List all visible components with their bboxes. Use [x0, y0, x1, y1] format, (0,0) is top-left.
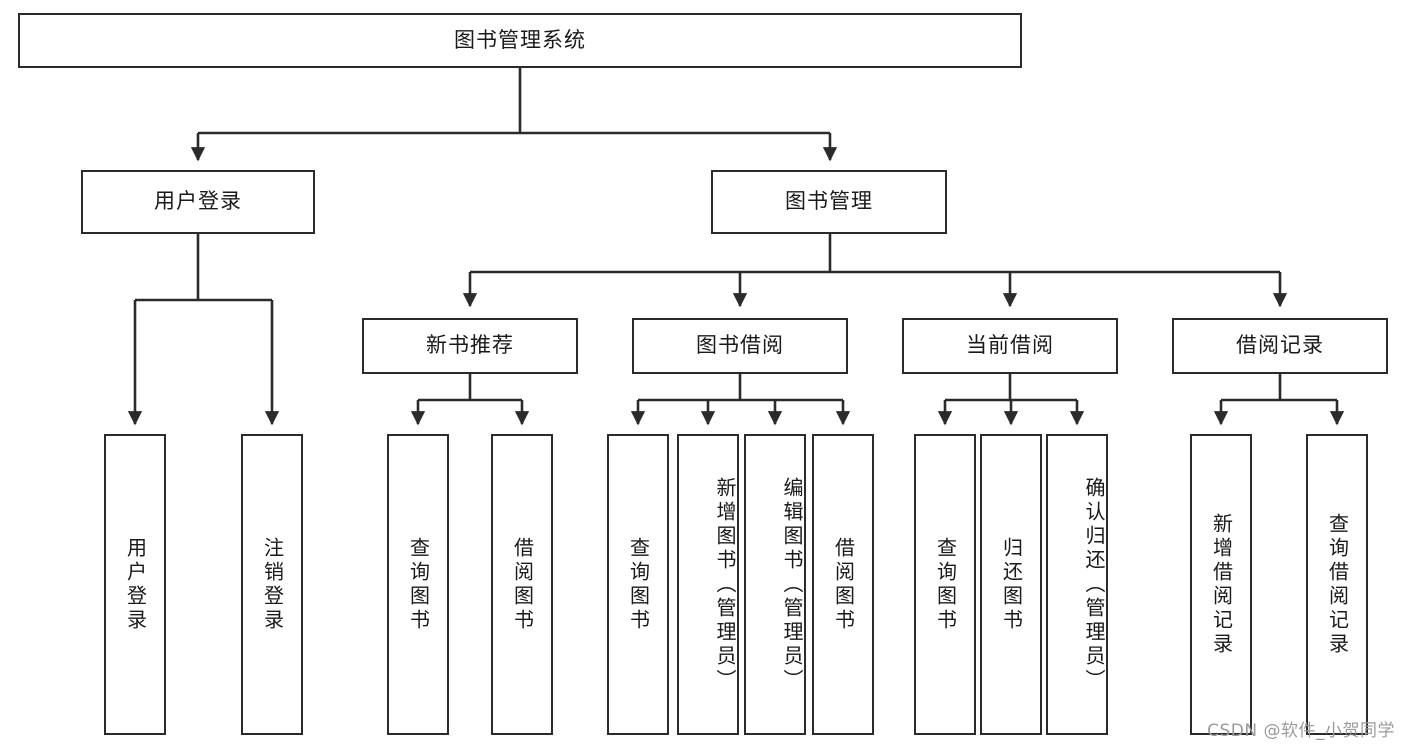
node-current-borrow-label: 当前借阅: [966, 333, 1054, 358]
leaf-current-return-book[interactable]: 归还图书: [980, 434, 1042, 735]
leaf-current-return-book-label: 归还图书: [999, 536, 1024, 633]
leaf-borrow-add-book[interactable]: 新增图书（管理员）: [677, 434, 739, 735]
leaf-new-book-query-label: 查询图书: [406, 536, 431, 633]
leaf-new-book-borrow[interactable]: 借阅图书: [491, 434, 553, 735]
node-new-book-recommend-label: 新书推荐: [426, 333, 514, 358]
leaf-current-query-book[interactable]: 查询图书: [914, 434, 976, 735]
node-current-borrow[interactable]: 当前借阅: [902, 318, 1118, 374]
leaf-current-confirm-return-label: 确认归还（管理员）: [1082, 476, 1106, 693]
leaf-borrow-query-book-label: 查询图书: [626, 536, 651, 633]
leaf-current-query-book-label: 查询图书: [933, 536, 958, 633]
leaf-borrow-borrow-book[interactable]: 借阅图书: [812, 434, 874, 735]
leaf-borrow-add-book-label: 新增图书（管理员）: [713, 476, 737, 693]
leaf-borrow-edit-book-label: 编辑图书（管理员）: [780, 476, 804, 693]
leaf-new-book-query[interactable]: 查询图书: [387, 434, 449, 735]
leaf-record-add[interactable]: 新增借阅记录: [1190, 434, 1252, 735]
leaf-current-confirm-return[interactable]: 确认归还（管理员）: [1046, 434, 1108, 735]
leaf-new-book-borrow-label: 借阅图书: [510, 536, 535, 633]
node-book-management[interactable]: 图书管理: [711, 170, 947, 234]
leaf-borrow-edit-book[interactable]: 编辑图书（管理员）: [744, 434, 806, 735]
node-borrow-record[interactable]: 借阅记录: [1172, 318, 1388, 374]
node-book-management-label: 图书管理: [785, 189, 873, 214]
leaf-user-login-signin[interactable]: 用户登录: [104, 434, 166, 735]
leaf-user-login-signin-label: 用户登录: [123, 536, 148, 633]
leaf-borrow-borrow-book-label: 借阅图书: [831, 536, 856, 633]
leaf-record-query-label: 查询借阅记录: [1325, 512, 1350, 657]
leaf-user-login-signout[interactable]: 注销登录: [241, 434, 303, 735]
leaf-record-add-label: 新增借阅记录: [1209, 512, 1234, 657]
leaf-user-login-signout-label: 注销登录: [260, 536, 285, 633]
watermark: CSDN @软件_小贺同学: [1207, 721, 1395, 741]
leaf-record-query[interactable]: 查询借阅记录: [1306, 434, 1368, 735]
leaf-borrow-query-book[interactable]: 查询图书: [607, 434, 669, 735]
node-user-login[interactable]: 用户登录: [81, 170, 315, 234]
node-user-login-label: 用户登录: [154, 189, 242, 214]
node-root[interactable]: 图书管理系统: [18, 13, 1022, 68]
node-book-borrow-label: 图书借阅: [696, 333, 784, 358]
node-new-book-recommend[interactable]: 新书推荐: [362, 318, 578, 374]
node-borrow-record-label: 借阅记录: [1236, 333, 1324, 358]
node-root-label: 图书管理系统: [454, 27, 586, 52]
node-book-borrow[interactable]: 图书借阅: [632, 318, 848, 374]
